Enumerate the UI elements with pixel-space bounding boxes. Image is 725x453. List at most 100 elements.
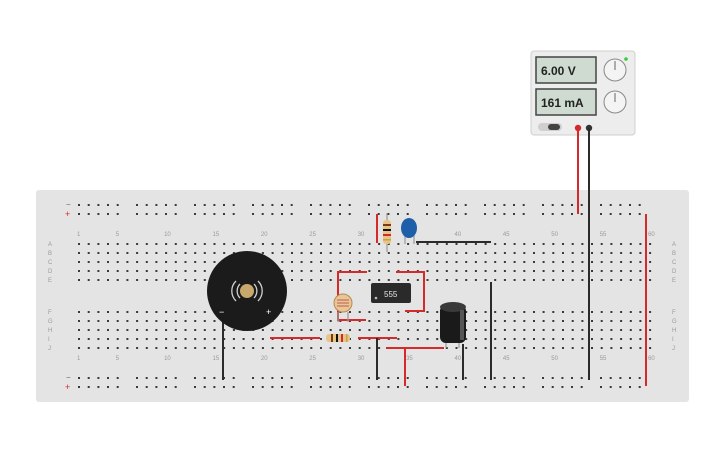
breadboard-hole[interactable] bbox=[184, 320, 187, 322]
breadboard-hole[interactable] bbox=[107, 338, 109, 340]
breadboard-hole[interactable] bbox=[116, 311, 119, 313]
rail-hole[interactable] bbox=[619, 204, 622, 206]
rail-hole[interactable] bbox=[97, 386, 100, 388]
breadboard-hole[interactable] bbox=[610, 338, 613, 340]
breadboard-hole[interactable] bbox=[242, 243, 245, 245]
breadboard-hole[interactable] bbox=[503, 279, 506, 281]
breadboard-hole[interactable] bbox=[552, 329, 555, 331]
breadboard-hole[interactable] bbox=[223, 329, 226, 331]
breadboard-hole[interactable] bbox=[174, 329, 177, 331]
rail-hole[interactable] bbox=[252, 386, 254, 388]
breadboard-hole[interactable] bbox=[629, 270, 632, 272]
breadboard-hole[interactable] bbox=[97, 320, 100, 322]
breadboard-hole[interactable] bbox=[426, 270, 429, 272]
rail-hole[interactable] bbox=[329, 386, 332, 388]
breadboard-hole[interactable] bbox=[416, 329, 419, 331]
rail-hole[interactable] bbox=[493, 204, 496, 206]
breadboard-hole[interactable] bbox=[600, 320, 603, 322]
breadboard-hole[interactable] bbox=[291, 261, 293, 263]
breadboard-hole[interactable] bbox=[552, 347, 555, 349]
breadboard-hole[interactable] bbox=[629, 347, 632, 349]
breadboard-hole[interactable] bbox=[107, 270, 109, 272]
breadboard-hole[interactable] bbox=[165, 243, 168, 245]
breadboard-hole[interactable] bbox=[416, 243, 419, 245]
breadboard-hole[interactable] bbox=[436, 311, 439, 313]
breadboard-hole[interactable] bbox=[174, 347, 177, 349]
breadboard-hole[interactable] bbox=[107, 320, 109, 322]
breadboard-hole[interactable] bbox=[600, 347, 603, 349]
breadboard-hole[interactable] bbox=[194, 261, 197, 263]
breadboard-hole[interactable] bbox=[484, 252, 487, 254]
breadboard-hole[interactable] bbox=[368, 252, 371, 254]
rail-hole[interactable] bbox=[426, 213, 428, 215]
breadboard-hole[interactable] bbox=[87, 243, 90, 245]
breadboard-hole[interactable] bbox=[165, 338, 168, 340]
rail-hole[interactable] bbox=[464, 204, 467, 206]
rail-hole[interactable] bbox=[252, 377, 254, 379]
breadboard-hole[interactable] bbox=[136, 347, 139, 349]
breadboard-hole[interactable] bbox=[581, 252, 584, 254]
breadboard-hole[interactable] bbox=[87, 261, 90, 263]
breadboard-hole[interactable] bbox=[562, 243, 564, 245]
rail-hole[interactable] bbox=[561, 377, 564, 379]
rail-hole[interactable] bbox=[165, 204, 167, 206]
breadboard-hole[interactable] bbox=[291, 311, 293, 313]
breadboard-hole[interactable] bbox=[339, 279, 342, 281]
breadboard-hole[interactable] bbox=[649, 252, 652, 254]
breadboard-hole[interactable] bbox=[97, 329, 100, 331]
breadboard-hole[interactable] bbox=[503, 320, 506, 322]
breadboard-hole[interactable] bbox=[368, 261, 371, 263]
breadboard-hole[interactable] bbox=[116, 320, 119, 322]
breadboard-hole[interactable] bbox=[145, 347, 148, 349]
rail-hole[interactable] bbox=[116, 213, 119, 215]
rail-hole[interactable] bbox=[464, 213, 467, 215]
breadboard-hole[interactable] bbox=[571, 279, 574, 281]
breadboard-hole[interactable] bbox=[562, 347, 564, 349]
rail-hole[interactable] bbox=[271, 204, 274, 206]
breadboard-hole[interactable] bbox=[320, 338, 322, 340]
breadboard-hole[interactable] bbox=[571, 243, 574, 245]
breadboard-hole[interactable] bbox=[223, 347, 226, 349]
rail-hole[interactable] bbox=[165, 386, 167, 388]
rail-hole[interactable] bbox=[377, 377, 380, 379]
breadboard-hole[interactable] bbox=[513, 338, 516, 340]
rail-hole[interactable] bbox=[580, 204, 583, 206]
breadboard-hole[interactable] bbox=[426, 338, 429, 340]
rail-hole[interactable] bbox=[271, 213, 274, 215]
rail-hole[interactable] bbox=[319, 386, 322, 388]
breadboard-hole[interactable] bbox=[368, 243, 371, 245]
breadboard-hole[interactable] bbox=[533, 279, 535, 281]
rail-hole[interactable] bbox=[232, 213, 235, 215]
breadboard-hole[interactable] bbox=[445, 347, 448, 349]
breadboard-hole[interactable] bbox=[562, 261, 564, 263]
rail-hole[interactable] bbox=[445, 204, 448, 206]
rail-hole[interactable] bbox=[435, 377, 438, 379]
breadboard-hole[interactable] bbox=[445, 279, 448, 281]
breadboard-hole[interactable] bbox=[213, 252, 216, 254]
breadboard-hole[interactable] bbox=[397, 252, 400, 254]
breadboard-hole[interactable] bbox=[465, 320, 468, 322]
breadboard-hole[interactable] bbox=[474, 270, 477, 272]
breadboard-hole[interactable] bbox=[320, 279, 322, 281]
breadboard-hole[interactable] bbox=[97, 279, 100, 281]
breadboard-hole[interactable] bbox=[329, 270, 332, 272]
rail-hole[interactable] bbox=[609, 213, 612, 215]
rail-hole[interactable] bbox=[261, 386, 264, 388]
breadboard-hole[interactable] bbox=[136, 279, 139, 281]
rail-hole[interactable] bbox=[638, 377, 641, 379]
breadboard-hole[interactable] bbox=[155, 311, 158, 313]
rail-hole[interactable] bbox=[493, 213, 496, 215]
breadboard-hole[interactable] bbox=[600, 261, 603, 263]
breadboard-hole[interactable] bbox=[484, 243, 487, 245]
rail-hole[interactable] bbox=[455, 204, 457, 206]
breadboard-hole[interactable] bbox=[107, 347, 109, 349]
rail-hole[interactable] bbox=[435, 204, 438, 206]
breadboard-hole[interactable] bbox=[291, 243, 293, 245]
breadboard-hole[interactable] bbox=[329, 347, 332, 349]
breadboard-hole[interactable] bbox=[407, 338, 410, 340]
breadboard-hole[interactable] bbox=[455, 261, 458, 263]
breadboard-hole[interactable] bbox=[116, 279, 119, 281]
breadboard-hole[interactable] bbox=[320, 347, 322, 349]
rail-hole[interactable] bbox=[319, 377, 322, 379]
rail-hole[interactable] bbox=[397, 204, 399, 206]
